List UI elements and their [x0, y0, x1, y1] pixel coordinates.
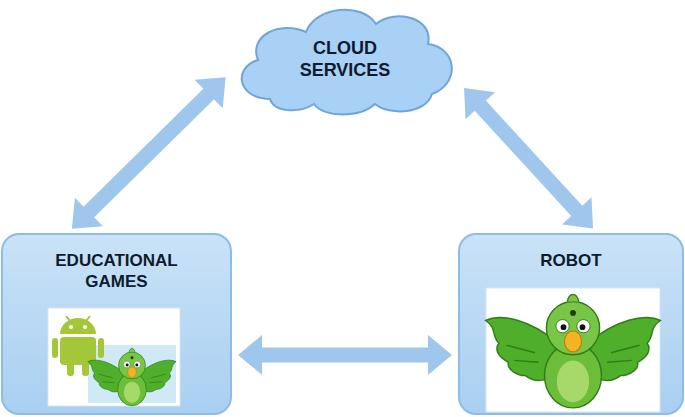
- games-picture: [48, 308, 180, 406]
- arrow-shaft: [479, 104, 579, 213]
- double-arrow: [238, 335, 452, 375]
- node-label: ROBOT: [540, 251, 601, 272]
- arrow-head: [238, 335, 262, 375]
- arrow-head: [72, 198, 103, 229]
- double-arrow: [464, 88, 593, 229]
- double-arrow: [72, 77, 226, 229]
- arrow-head: [195, 77, 226, 108]
- arrow-head: [464, 88, 495, 119]
- arrow-shaft: [260, 348, 431, 363]
- parrot-robot: [486, 294, 661, 408]
- component-box: EDUCATIONAL GAMES: [1, 233, 232, 415]
- parrot-small: [88, 348, 176, 405]
- arrow-head: [562, 197, 593, 228]
- node-label: CLOUD SERVICES: [285, 38, 405, 82]
- robot-picture: [486, 288, 661, 412]
- android-icon: [52, 316, 104, 376]
- arrow-head: [428, 335, 452, 375]
- node-label: EDUCATIONAL GAMES: [42, 251, 192, 292]
- arrow-shaft: [87, 92, 210, 213]
- cloud-shape: CLOUD SERVICES: [230, 2, 460, 118]
- component-box: ROBOT: [458, 233, 684, 415]
- cloud-path: [242, 10, 452, 115]
